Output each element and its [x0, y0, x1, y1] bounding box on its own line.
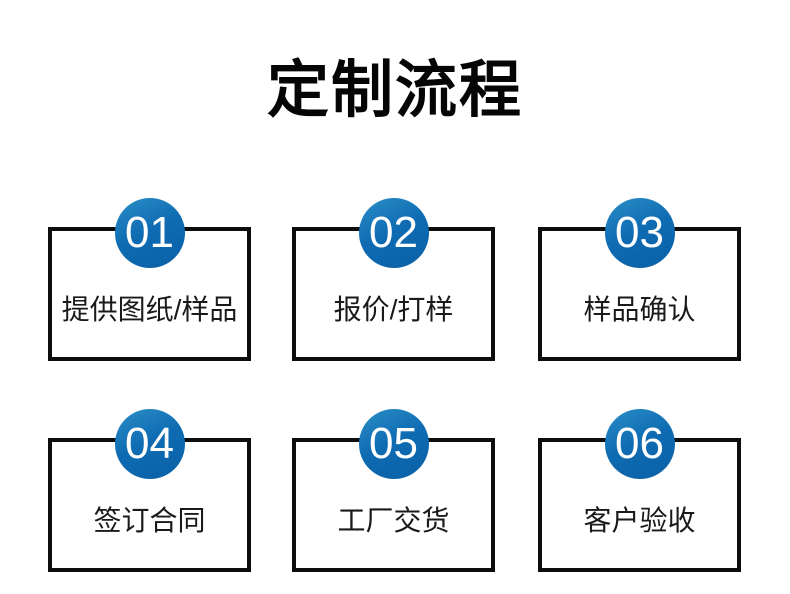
step-number-badge: 02	[358, 198, 429, 268]
step-4: 签订合同 04	[48, 409, 251, 572]
step-number-badge: 05	[358, 409, 429, 479]
step-label: 样品确认	[583, 294, 696, 325]
step-label: 提供图纸/样品	[61, 294, 238, 325]
step-card: 样品确认	[538, 227, 741, 361]
step-label: 报价/打样	[333, 294, 454, 325]
step-number-badge: 04	[114, 409, 185, 479]
step-2: 报价/打样 02	[292, 198, 495, 361]
step-1: 提供图纸/样品 01	[48, 198, 251, 361]
step-number-badge: 01	[114, 198, 185, 268]
page-title: 定制流程	[266, 56, 523, 125]
step-label: 签订合同	[93, 505, 206, 536]
step-number-badge: 03	[604, 198, 675, 268]
step-3: 样品确认 03	[538, 198, 741, 361]
step-6: 客户验收 06	[538, 409, 741, 572]
step-number-badge: 06	[604, 409, 675, 479]
step-label: 客户验收	[583, 505, 696, 536]
step-5: 工厂交货 05	[292, 409, 495, 572]
step-label: 工厂交货	[337, 505, 450, 536]
